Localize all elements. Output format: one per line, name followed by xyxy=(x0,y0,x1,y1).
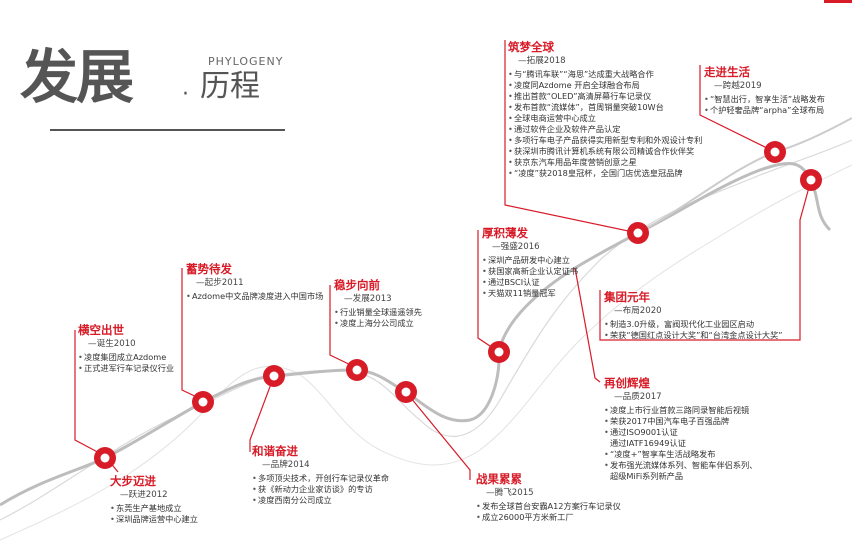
leader-zaichuang xyxy=(574,267,601,383)
milestone-2014: 和谐奋进 —品牌2014 多项顶尖技术，开创行车记录仪革命 获《新动力企业家访谈… xyxy=(252,444,389,506)
milestone-nodes xyxy=(94,141,822,469)
milestone-title: 厚积薄发 xyxy=(482,226,528,240)
milestone-item: 获深圳市腾讯计算机系统有限公司精诚合作伙伴奖 xyxy=(508,146,702,157)
milestone-node-center xyxy=(770,147,780,157)
milestone-item: 凌度上海分公司成立 xyxy=(334,318,422,329)
milestone-item: 通过ISO9001认证 通过IATF16949认证 xyxy=(604,427,757,449)
milestone-item: 获京东汽车用品年度营销创意之星 xyxy=(508,157,702,168)
milestone-subtitle: —品牌2014 xyxy=(262,460,310,470)
milestone-title: 集团元年 xyxy=(604,290,650,304)
milestone-item: 发布全球首台安霸A12方案行车记录仪 xyxy=(476,501,621,512)
milestone-item: 通过BSCI认证 xyxy=(482,277,578,288)
milestone-title: 筑梦全球 xyxy=(508,40,554,54)
milestone-item: 凌度同Azdome 开启全球融合布局 xyxy=(508,80,702,91)
milestone-2019: 走进生活 —跨越2019 “智慧出行，智享生活”战略发布 个护轻奢品牌“arph… xyxy=(704,65,825,116)
milestone-item: 全球电商运营中心成立 xyxy=(508,113,702,124)
page-title-english: PHYLOGENY xyxy=(208,55,284,68)
milestone-item: 凌度集团成立Azdome xyxy=(78,352,174,363)
milestone-subtitle: —腾飞2015 xyxy=(486,488,534,498)
milestone-item: 深圳产品研发中心建立 xyxy=(482,255,578,266)
milestone-item: 多项行车电子产品获得实用新型专利和外观设计专利 xyxy=(508,135,702,146)
milestone-subtitle: —品质2017 xyxy=(614,392,662,402)
title-separator-dot: · xyxy=(182,82,189,107)
milestone-item: 荣获“德国红点设计大奖”和“台湾金点设计大奖” xyxy=(604,330,783,341)
milestone-title: 稳步向前 xyxy=(334,278,380,292)
milestone-item: 荣获2017中国汽车电子百强品牌 xyxy=(604,416,757,427)
milestone-item: 行业销量全球遥遥领先 xyxy=(334,307,422,318)
milestone-subtitle: —起步2011 xyxy=(196,278,244,288)
title-underline xyxy=(50,129,285,131)
milestone-node-center xyxy=(633,228,643,238)
milestone-item: 与“腾讯车联”“海思”达成重大战略合作 xyxy=(508,69,702,80)
milestone-node-center xyxy=(401,387,411,397)
milestone-item: Azdome中文品牌凌度进入中国市场 xyxy=(186,291,323,302)
milestone-subtitle: —发展2013 xyxy=(344,294,392,304)
milestone-item: “智慧出行，智享生活”战略发布 xyxy=(704,94,825,105)
milestone-item: 深圳品牌运营中心建立 xyxy=(110,514,198,525)
milestone-item: 获《新动力企业家访谈》的专访 xyxy=(252,484,389,495)
milestone-item: “凌度+”智享车生活战略发布 xyxy=(604,449,757,460)
milestone-2020: 集团元年 —布局2020 制造3.0升级，富阀现代化工业园区启动 荣获“德国红点… xyxy=(604,290,783,341)
leader-wenbu xyxy=(329,285,358,369)
milestone-node-center xyxy=(494,347,504,357)
milestone-title: 和谐奋进 xyxy=(252,444,298,458)
milestone-item: 发布强光流媒体系列、智能车伴侣系列、 超级MiFi系列新产品 xyxy=(604,460,757,482)
milestone-item: 通过软件企业及软件产品认定 xyxy=(508,124,702,135)
leader-hexie xyxy=(249,375,275,452)
milestone-item: 获国家高新企业认定证书 xyxy=(482,266,578,277)
milestone-node-center xyxy=(198,397,208,407)
milestone-title: 横空出世 xyxy=(78,323,124,337)
milestone-2011: 蓄势待发 —起步2011 Azdome中文品牌凌度进入中国市场 xyxy=(186,262,323,302)
top-accent-bar xyxy=(824,0,852,3)
milestone-item: 天猫双11销量冠军 xyxy=(482,288,578,299)
leader-jituan xyxy=(599,179,812,341)
milestone-title: 战果累累 xyxy=(476,472,522,486)
milestone-2010: 横空出世 —诞生2010 凌度集团成立Azdome 正式进军行车记录仪行业 xyxy=(78,323,174,374)
milestone-title: 走进生活 xyxy=(704,65,750,79)
milestone-subtitle: —诞生2010 xyxy=(88,339,136,349)
leader-zhanguo xyxy=(405,391,471,480)
milestone-item: 东莞生产基地成立 xyxy=(110,503,198,514)
milestone-item: 个护轻奢品牌“arpha”全球布局 xyxy=(704,105,825,116)
milestone-subtitle: —强盛2016 xyxy=(492,242,540,252)
page-subtitle: 历程 xyxy=(200,69,260,104)
milestone-node-center xyxy=(806,175,816,185)
milestone-title: 蓄势待发 xyxy=(186,262,232,276)
milestone-2013: 稳步向前 —发展2013 行业销量全球遥遥领先 凌度上海分公司成立 xyxy=(334,278,422,329)
milestone-2016: 厚积薄发 —强盛2016 深圳产品研发中心建立 获国家高新企业认定证书 通过BS… xyxy=(482,226,578,299)
milestone-title: 再创辉煌 xyxy=(604,376,650,390)
milestone-subtitle: —拓展2018 xyxy=(518,56,566,66)
milestone-2012: 大步迈进 —跃进2012 东莞生产基地成立 深圳品牌运营中心建立 xyxy=(110,474,198,525)
milestone-node-center xyxy=(269,371,279,381)
milestone-item: “凌度”获2018皇冠杯，全国门店优选皇冠品牌 xyxy=(508,168,702,179)
milestone-item: 正式进军行车记录仪行业 xyxy=(78,363,174,374)
milestone-subtitle: —跨越2019 xyxy=(714,81,762,91)
leader-zhumeng xyxy=(504,40,639,234)
milestone-item: 凌度上市行业首款三路同录智能后视镜 xyxy=(604,405,757,416)
milestone-item: 发布首款“流媒体”，首周销量突破10W台 xyxy=(508,102,702,113)
milestone-node-center xyxy=(352,365,362,375)
milestone-node-center xyxy=(100,453,110,463)
milestone-2015: 战果累累 —腾飞2015 发布全球首台安霸A12方案行车记录仪 成立26000平… xyxy=(476,472,621,523)
leader-hengkong xyxy=(74,330,106,457)
milestone-item: 推出首款“OLED”高清屏幕行车记录仪 xyxy=(508,91,702,102)
milestone-item: 多项顶尖技术，开创行车记录仪革命 xyxy=(252,473,389,484)
milestone-2017: 再创辉煌 —品质2017 凌度上市行业首款三路同录智能后视镜 荣获2017中国汽… xyxy=(604,376,757,482)
page-title: 发展 xyxy=(20,43,134,111)
milestone-item: 凌度西南分公司成立 xyxy=(252,495,389,506)
milestone-item: 制造3.0升级，富阀现代化工业园区启动 xyxy=(604,319,783,330)
milestone-title: 大步迈进 xyxy=(110,474,156,488)
timeline-curve-main xyxy=(0,161,832,507)
milestone-item: 成立26000平方米新工厂 xyxy=(476,512,621,523)
milestone-2018: 筑梦全球 —拓展2018 与“腾讯车联”“海思”达成重大战略合作 凌度同Azdo… xyxy=(508,40,702,179)
milestone-subtitle: —布局2020 xyxy=(614,306,662,316)
milestone-subtitle: —跃进2012 xyxy=(120,490,168,500)
